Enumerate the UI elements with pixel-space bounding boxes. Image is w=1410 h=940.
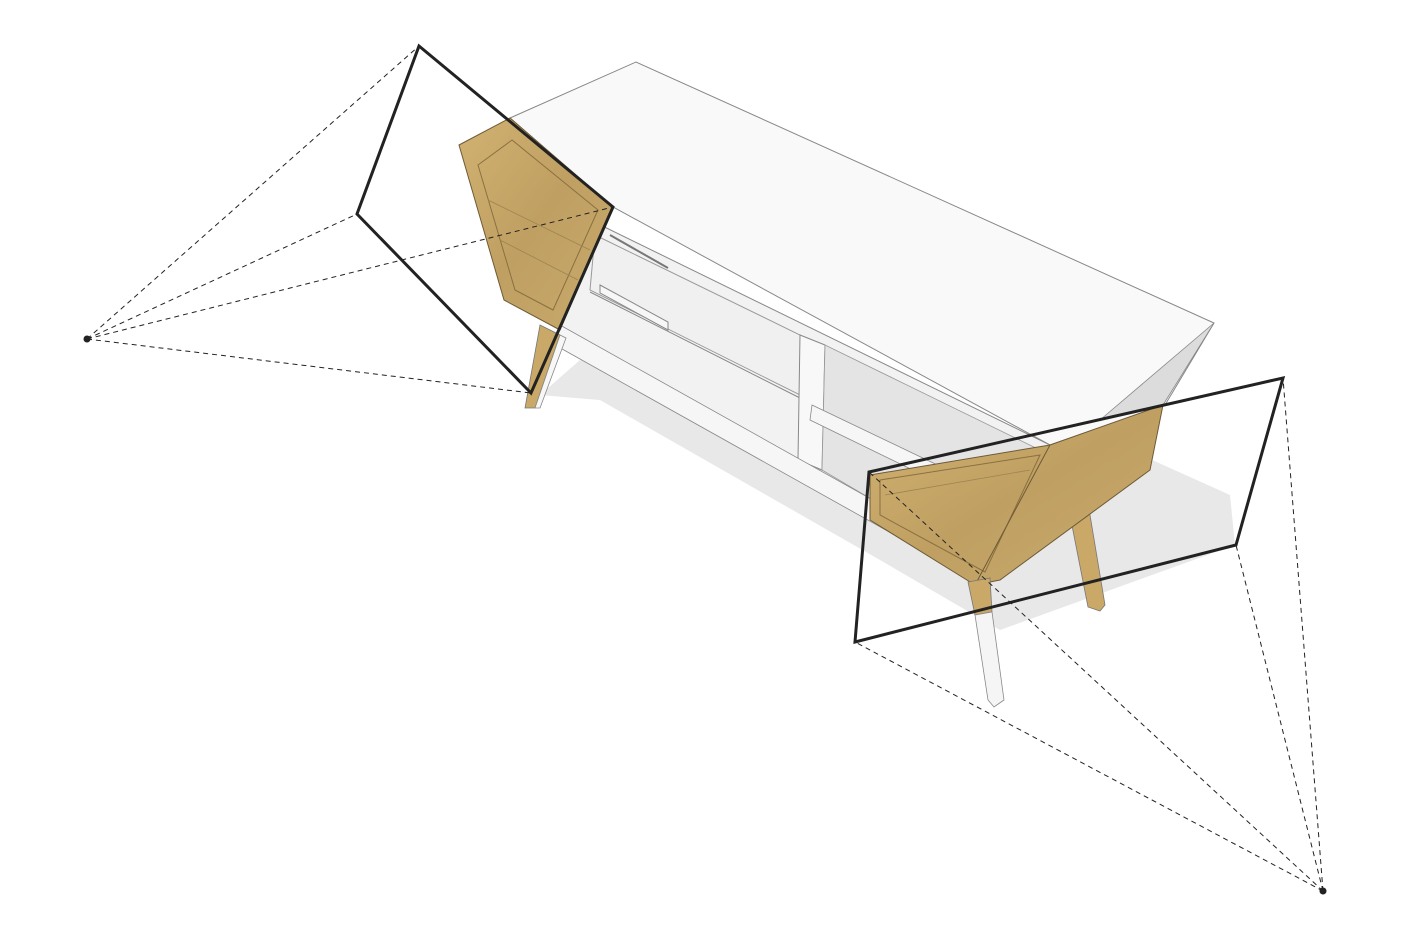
right-front-leg-white [974, 611, 1005, 708]
left-projection [83, 43, 615, 396]
left-section-plane [355, 43, 615, 396]
right-end-panel-inner [879, 454, 1041, 573]
left-end-panel-inner [477, 139, 599, 311]
left-viewpoint-dot [83, 335, 91, 343]
right-section-plane [853, 375, 1286, 644]
drawer-bottom-handle [599, 284, 669, 331]
right-projection [853, 375, 1327, 895]
wood-seam [884, 469, 1031, 496]
center-divider [797, 334, 826, 471]
wood-edge [974, 444, 1051, 586]
wood-seam [499, 239, 579, 281]
drawer-divider [589, 291, 801, 399]
right-projection-rays [854, 377, 1324, 892]
drawer-top-handle [609, 234, 669, 269]
right-viewpoint-dot [1319, 887, 1327, 895]
wood-seam [487, 199, 591, 251]
left-projection-rays [86, 45, 614, 394]
left-front-leg-white [534, 334, 567, 409]
